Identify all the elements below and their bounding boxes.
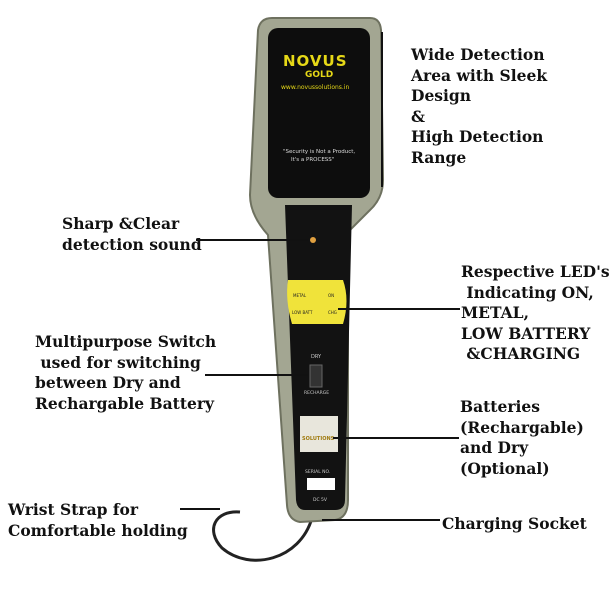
top-panel bbox=[268, 28, 370, 198]
callout-socket: Charging Socket bbox=[442, 514, 587, 533]
model-name: GOLD bbox=[305, 70, 334, 80]
callout-line-switch bbox=[205, 374, 308, 376]
led-label-on: ON bbox=[328, 293, 335, 298]
led-label-low-batt: LOW BATT bbox=[292, 310, 313, 315]
led-label-metal: METAL bbox=[293, 293, 307, 298]
battery-sticker bbox=[300, 416, 338, 452]
tagline-line-2: It's a PROCESS" bbox=[291, 157, 335, 163]
callout-line-batteries bbox=[333, 437, 459, 439]
serial-label: SERIAL NO. bbox=[305, 470, 331, 475]
callout-line-detection bbox=[381, 32, 383, 187]
callout-switch: Multipurpose Switch used for switching b… bbox=[35, 332, 217, 413]
switch-label-recharge: RECHARGE bbox=[304, 391, 330, 396]
serial-plate bbox=[307, 478, 335, 490]
callout-leds: Respective LED's Indicating ON, METAL, L… bbox=[461, 262, 610, 363]
sound-port bbox=[310, 237, 316, 243]
led-label-chg: CHG bbox=[328, 310, 337, 315]
callout-line-socket bbox=[322, 519, 440, 521]
switch-label-dry: DRY bbox=[311, 354, 322, 360]
callout-sound: Sharp &Clear detection sound bbox=[62, 214, 202, 254]
callout-line-leds bbox=[338, 308, 460, 310]
led-panel bbox=[287, 280, 347, 324]
socket-label: DC 5V bbox=[313, 498, 327, 503]
callout-strap: Wrist Strap for Comfortable holding bbox=[8, 500, 188, 540]
sticker-text: SOLUTIONS bbox=[302, 436, 335, 442]
callout-line-sound bbox=[196, 239, 308, 241]
power-switch bbox=[309, 364, 323, 388]
callout-batteries: Batteries (Rechargable) and Dry (Optiona… bbox=[460, 397, 584, 478]
website-text: www.novussolutions.in bbox=[281, 84, 350, 91]
callout-line-strap bbox=[180, 508, 220, 510]
brand-logo: NOVUS bbox=[283, 52, 348, 70]
callout-wide-detection: Wide Detection Area with Sleek Design & … bbox=[411, 45, 548, 167]
wrist-strap bbox=[212, 510, 314, 562]
tagline-line-1: "Security is Not a Product, bbox=[283, 149, 356, 155]
